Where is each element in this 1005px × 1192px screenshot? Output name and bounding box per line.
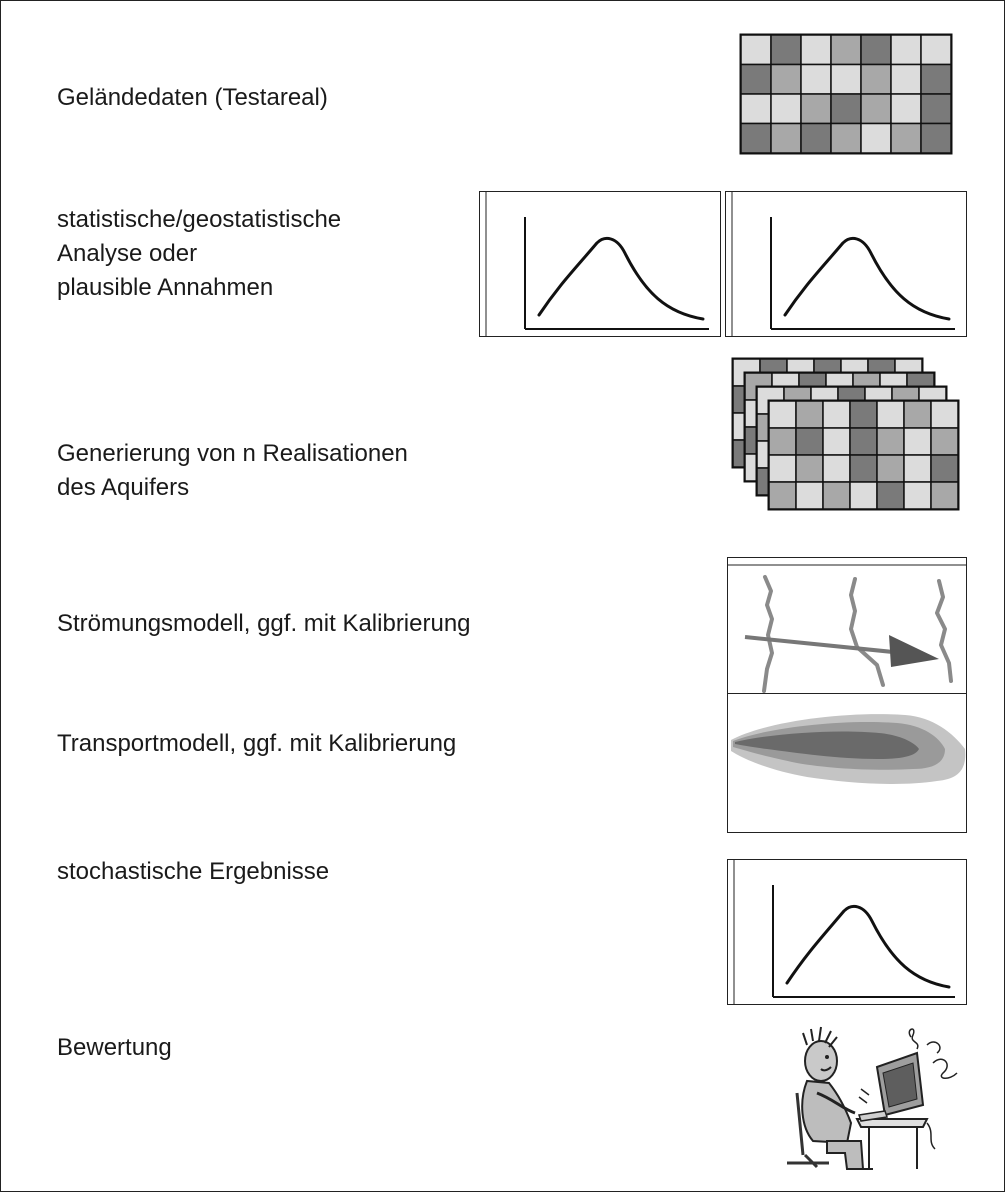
grid-cell <box>860 122 892 154</box>
grid-cell <box>830 122 862 154</box>
grid-cell <box>930 481 959 510</box>
step-label-analyse: statistische/geostatistische Analyse ode… <box>57 203 341 305</box>
step-label-stroemung: Strömungsmodell, ggf. mit Kalibrierung <box>57 607 471 641</box>
grid-cell <box>800 93 832 125</box>
grid-cell <box>903 454 932 483</box>
grid-cell <box>903 400 932 429</box>
grid-cell <box>903 481 932 510</box>
flowline <box>935 579 953 683</box>
stacked-grids-icon <box>731 357 960 511</box>
step-text: Strömungsmodell, ggf. mit Kalibrierung <box>57 610 471 637</box>
grid-cell <box>920 34 952 66</box>
grid-cell <box>770 93 802 125</box>
step-text: statistische/geostatistische <box>57 206 342 233</box>
grid-cell <box>800 34 832 66</box>
grid-cell <box>860 63 892 95</box>
grid-cell <box>876 454 905 483</box>
distribution-chart-icon <box>727 859 967 1005</box>
flow-field-icon <box>727 557 967 697</box>
grid-cell <box>822 454 851 483</box>
grid-cell <box>800 122 832 154</box>
grid-cell <box>768 427 797 456</box>
grid-cell <box>890 122 922 154</box>
grid-cell <box>822 481 851 510</box>
grid-cell <box>930 427 959 456</box>
grid-icon <box>739 33 953 155</box>
grid-realisation <box>739 33 953 155</box>
grid-cell <box>830 63 862 95</box>
grid-cell <box>920 93 952 125</box>
grid-cell <box>768 400 797 429</box>
grid-cell <box>740 122 772 154</box>
person-at-computer-illustration <box>787 1026 958 1170</box>
grid-cell <box>770 63 802 95</box>
distribution-chart-icon <box>479 191 721 337</box>
grid-cell <box>890 93 922 125</box>
grid-cell <box>890 63 922 95</box>
grid-cell <box>740 93 772 125</box>
step-label-ergebnisse: stochastische Ergebnisse <box>57 855 329 889</box>
grid-layer-4 <box>767 399 960 511</box>
plume-inner <box>735 731 919 759</box>
step-text: Analyse oder <box>57 240 198 267</box>
grid-cell <box>795 481 824 510</box>
grid-cell <box>849 400 878 429</box>
grid-cell <box>876 481 905 510</box>
grid-cell <box>860 93 892 125</box>
grid-cell <box>920 122 952 154</box>
grid-cell <box>768 454 797 483</box>
step-text: Geländedaten (Testareal) <box>57 84 328 111</box>
flow-arrow <box>744 635 894 654</box>
grid-cell <box>768 481 797 510</box>
grid-cell <box>930 454 959 483</box>
step-text: Bewertung <box>57 1034 172 1061</box>
grid-cell <box>849 481 878 510</box>
flowline <box>762 575 774 693</box>
grid-cell <box>795 400 824 429</box>
flowline <box>849 577 885 687</box>
distribution-chart-icon <box>725 191 967 337</box>
grid-cell <box>795 454 824 483</box>
grid-cell <box>876 400 905 429</box>
grid-cell <box>770 34 802 66</box>
distribution-curve <box>783 236 951 321</box>
grid-cell <box>890 34 922 66</box>
grid-cell <box>830 93 862 125</box>
step-text: Transportmodell, ggf. mit Kalibrierung <box>57 730 457 757</box>
grid-cell <box>822 400 851 429</box>
grid-cell <box>770 122 802 154</box>
step-text: plausible Annahmen <box>57 274 274 301</box>
grid-cell <box>876 427 905 456</box>
grid-cell <box>795 427 824 456</box>
grid-cell <box>849 427 878 456</box>
flow-arrowhead <box>889 635 939 667</box>
grid-cell <box>800 63 832 95</box>
step-text: Generierung von n Realisationen <box>57 440 408 467</box>
grid-cell <box>920 63 952 95</box>
grid-cell <box>740 63 772 95</box>
step-text: des Aquifers <box>57 474 190 501</box>
distribution-curve <box>785 904 951 989</box>
grid-cell <box>830 34 862 66</box>
grid-cell <box>930 400 959 429</box>
step-label-bewertung: Bewertung <box>57 1031 172 1065</box>
grid-cell <box>740 34 772 66</box>
grid-cell <box>860 34 892 66</box>
distribution-curve <box>537 236 705 321</box>
step-label-transport: Transportmodell, ggf. mit Kalibrierung <box>57 727 456 761</box>
grid-cell <box>849 454 878 483</box>
grid-cell <box>903 427 932 456</box>
step-label-gelaendedaten: Geländedaten (Testareal) <box>57 81 328 115</box>
grid-cell <box>822 427 851 456</box>
step-label-realisationen: Generierung von n Realisationen des Aqui… <box>57 437 408 505</box>
step-text: stochastische Ergebnisse <box>57 858 330 885</box>
contaminant-plume-icon <box>727 693 967 833</box>
